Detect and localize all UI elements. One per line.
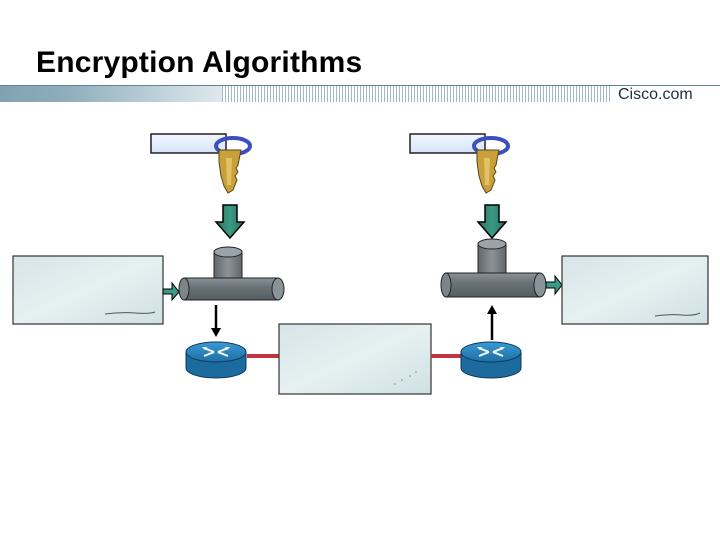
arrow-icon bbox=[162, 281, 180, 302]
header-band bbox=[0, 85, 720, 102]
key-icon bbox=[214, 136, 252, 194]
left-plaintext-panel bbox=[12, 255, 164, 325]
arrow-icon bbox=[476, 204, 508, 240]
center-network-panel bbox=[278, 323, 432, 395]
router-icon bbox=[460, 341, 522, 379]
link-right bbox=[431, 354, 461, 358]
tee-pipe-icon bbox=[178, 246, 285, 301]
arrow-icon bbox=[214, 204, 246, 240]
arrow-icon bbox=[487, 305, 497, 340]
left-key-label-box bbox=[150, 133, 227, 154]
tee-pipe-icon bbox=[440, 238, 547, 298]
brand-label: Cisco.com bbox=[618, 86, 693, 103]
router-icon bbox=[185, 341, 247, 379]
link-left bbox=[247, 354, 279, 358]
right-plaintext-panel bbox=[561, 255, 709, 325]
slide-title: Encryption Algorithms bbox=[36, 46, 363, 79]
right-key-label-box bbox=[409, 133, 486, 154]
arrow-icon bbox=[211, 305, 221, 337]
key-icon bbox=[472, 136, 510, 194]
arrow-icon bbox=[545, 274, 563, 296]
